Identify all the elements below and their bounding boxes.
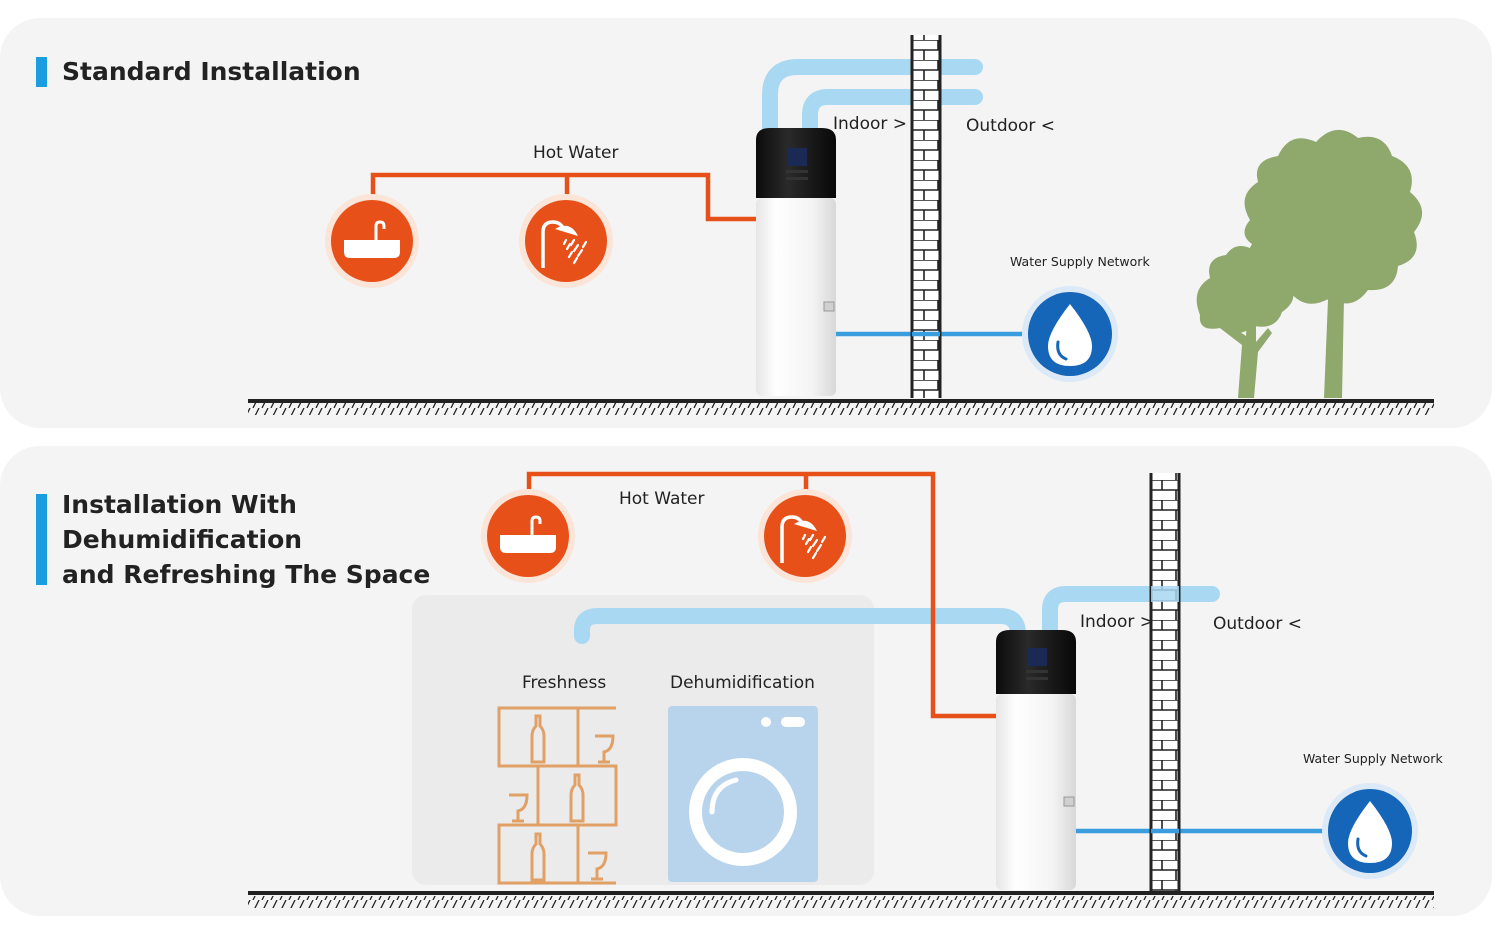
- sink-icon: [481, 489, 575, 583]
- water-supply-label: Water Supply Network: [1010, 254, 1150, 269]
- ground-line-2: [248, 891, 1434, 908]
- wine-shelf-icon: [497, 706, 618, 885]
- dehumidification-title-line-1: Installation With: [62, 490, 297, 519]
- title-accent-bar: [36, 57, 47, 87]
- shower-icon: [758, 489, 852, 583]
- air-duct-1: [762, 59, 983, 148]
- dehumidification-title-line-2: Dehumidification: [62, 525, 303, 554]
- heat-pump-icon: [756, 128, 836, 396]
- air-duct-2: [574, 586, 1220, 644]
- water-supply-label: Water Supply Network: [1303, 751, 1443, 766]
- title-accent-bar: [36, 494, 47, 585]
- heat-pump-icon: [996, 630, 1076, 890]
- outdoor-label: Outdoor <: [966, 116, 1056, 136]
- outdoor-label: Outdoor <: [1213, 614, 1303, 634]
- standard-installation-title: Standard Installation: [62, 57, 361, 86]
- brick-wall-icon: [1149, 473, 1181, 891]
- hot-water-label: Hot Water: [533, 143, 619, 163]
- washing-machine-icon: [668, 706, 818, 882]
- ground-line-1: [248, 399, 1434, 415]
- water-drop-icon: [1322, 783, 1418, 879]
- hot-water-label: Hot Water: [619, 489, 705, 509]
- water-drop-icon: [1022, 286, 1118, 382]
- indoor-label: Indoor >: [1080, 612, 1155, 632]
- sink-icon: [325, 194, 419, 288]
- shower-icon: [519, 194, 613, 288]
- dehumidification-label: Dehumidification: [670, 673, 815, 693]
- brick-wall-icon: [910, 35, 942, 398]
- indoor-label: Indoor >: [833, 114, 908, 134]
- dehumidification-title-line-3: and Refreshing The Space: [62, 560, 431, 589]
- freshness-label: Freshness: [522, 673, 607, 693]
- tree-icon: [1196, 129, 1423, 398]
